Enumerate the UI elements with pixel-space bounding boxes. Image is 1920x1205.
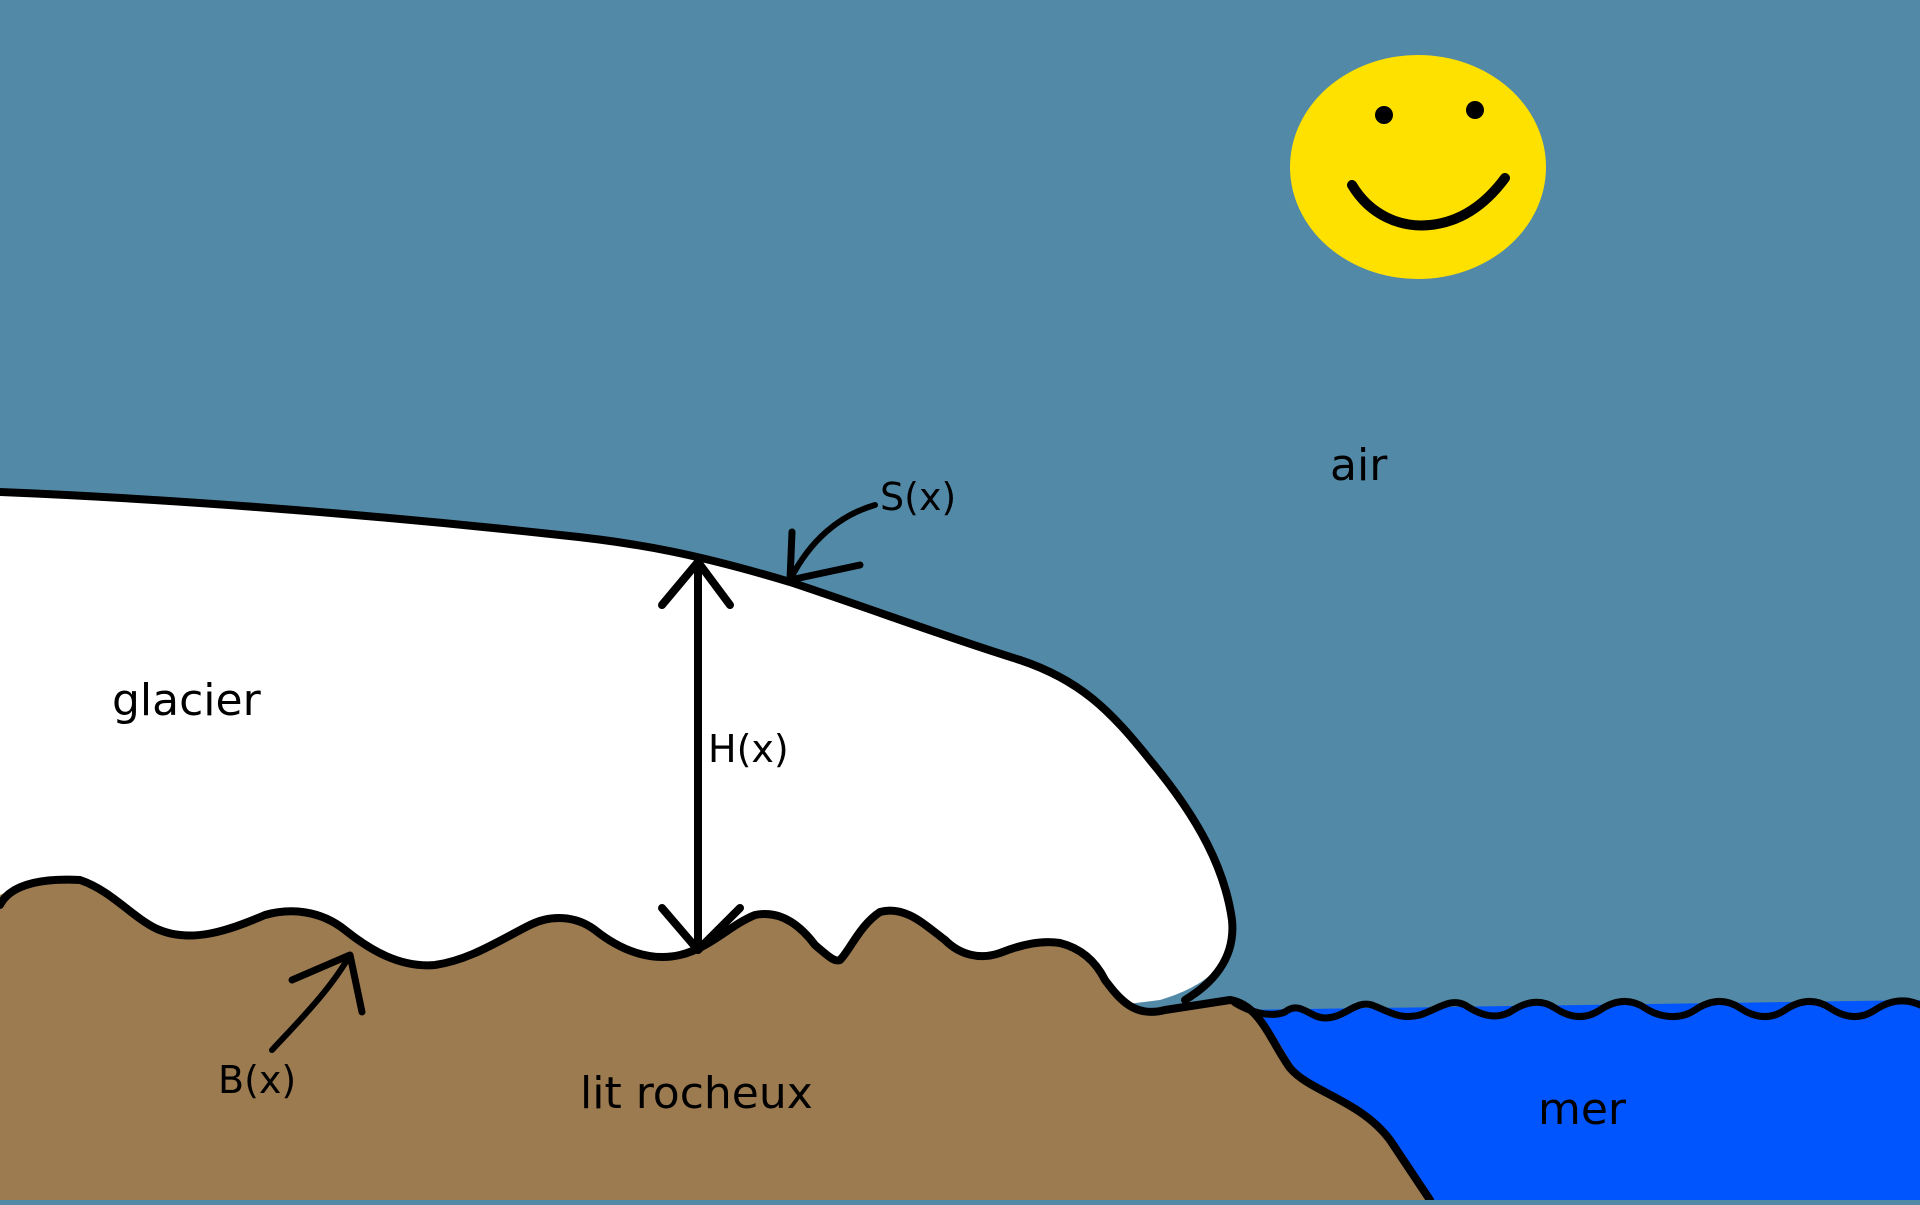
- bed-label: lit rocheux: [580, 1068, 813, 1119]
- surface-pointer-arrow: [786, 502, 878, 584]
- surface-label: S(x): [880, 475, 956, 519]
- glacier-region: [0, 492, 1233, 1010]
- thickness-arrow: [658, 558, 744, 954]
- air-label: air: [1330, 440, 1388, 491]
- sea-label: mer: [1538, 1084, 1627, 1135]
- sea-region: [1240, 1000, 1920, 1200]
- base-pointer-arrow: [269, 951, 366, 1053]
- glacier-label: glacier: [112, 675, 262, 726]
- base-label: B(x): [218, 1058, 296, 1102]
- bed-line: [0, 875, 1434, 1204]
- smiley-sun-icon: [1290, 55, 1546, 279]
- glacier-surface-line: [0, 488, 1237, 1004]
- sea-surface-line: [1231, 997, 1920, 1022]
- thickness-label: H(x): [708, 727, 789, 771]
- bedrock-region: [0, 878, 1430, 1200]
